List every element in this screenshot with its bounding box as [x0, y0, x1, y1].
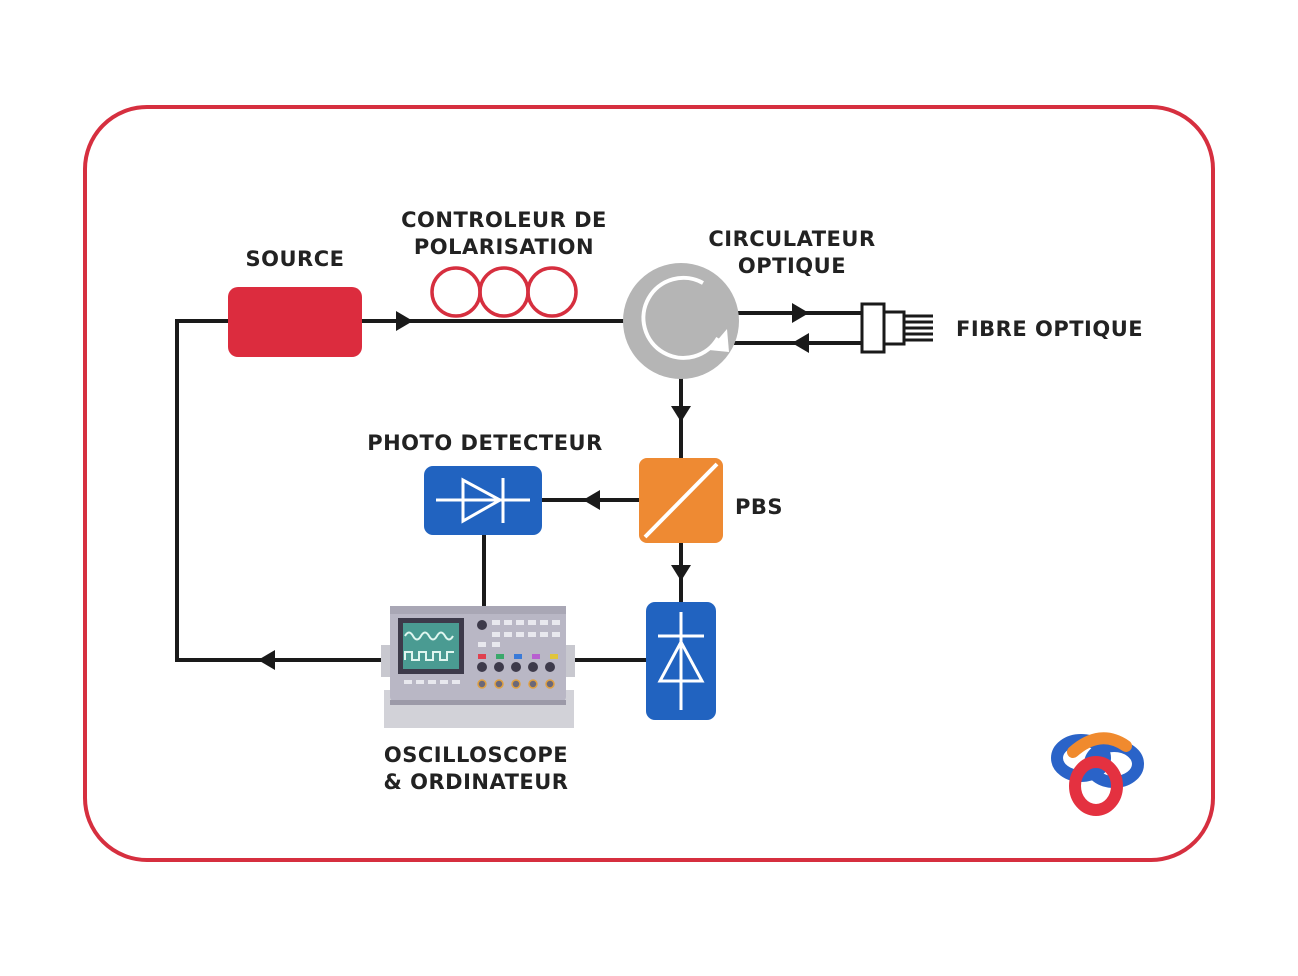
fiber-label: FIBRE OPTIQUE — [956, 317, 1143, 341]
oscilloscope-label-line1: OSCILLOSCOPE — [384, 743, 568, 767]
photodetector-label: PHOTO DETECTEUR — [367, 431, 603, 455]
arrow-right-icon — [792, 303, 809, 323]
polarization-controller-icon — [430, 266, 578, 318]
oscilloscope-label-line2: & ORDINATEUR — [384, 770, 569, 794]
photodetector-icon — [424, 466, 542, 535]
controller-label-line1: CONTROLEUR DE — [401, 208, 607, 232]
arrow-left-icon — [792, 333, 809, 353]
arrow-down-icon — [671, 406, 691, 422]
arrow-down-icon — [671, 565, 691, 581]
source-box — [228, 287, 362, 357]
feedback-wire — [175, 319, 388, 662]
arrow-right-icon — [396, 311, 413, 331]
circulator-label-line1: CIRCULATEUR — [708, 227, 875, 251]
diode-icon — [646, 602, 716, 720]
circulator-icon — [623, 263, 739, 379]
fiber-connector-icon — [860, 302, 933, 354]
flow-arrows — [258, 303, 809, 670]
pbs-label: PBS — [735, 495, 783, 519]
oscilloscope-icon — [381, 606, 575, 728]
arrow-left-icon — [583, 490, 600, 510]
pbs-icon — [639, 458, 723, 543]
controller-label-line2: POLARISATION — [414, 235, 594, 259]
interlocking-rings-logo — [1051, 732, 1144, 816]
source-label: SOURCE — [246, 247, 345, 271]
diagram-frame — [83, 105, 1215, 862]
circulator-label-line2: OPTIQUE — [738, 254, 846, 278]
arrow-left-icon — [258, 650, 275, 670]
